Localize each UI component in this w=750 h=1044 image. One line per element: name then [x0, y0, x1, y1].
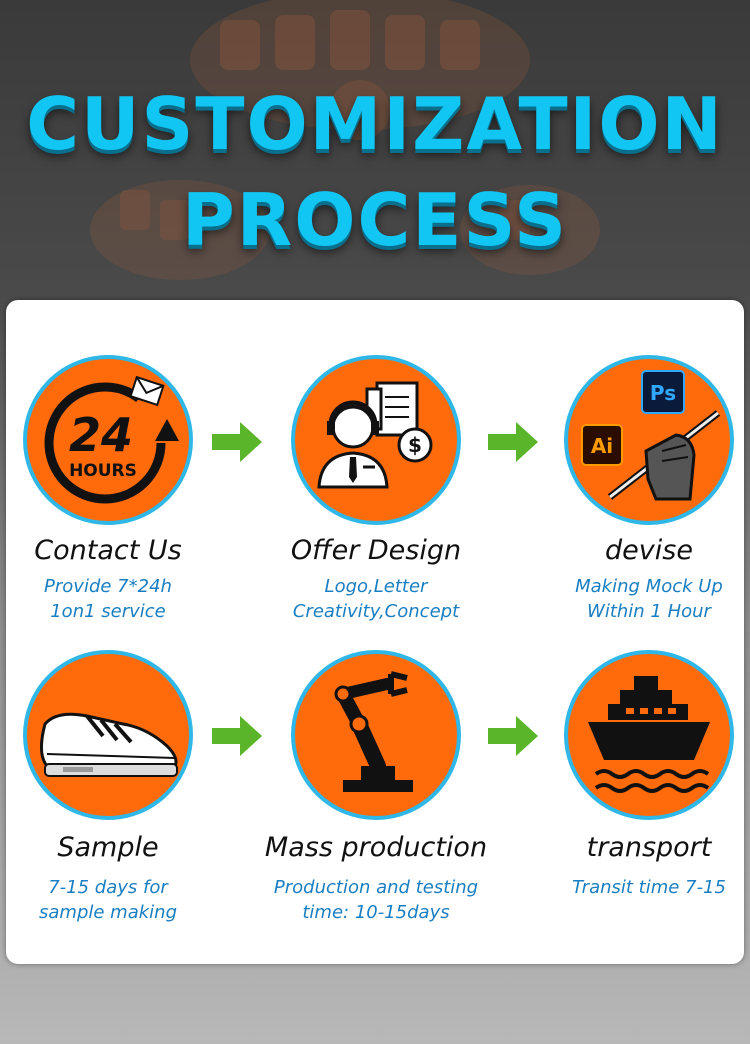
step-4-desc-2: sample making [39, 902, 177, 923]
step-1-desc-1: Provide 7*24h [44, 576, 172, 597]
step-4-name: Sample [57, 832, 159, 863]
step-3-desc-1: Making Mock Up [575, 576, 723, 597]
arrow-right-icon [212, 716, 262, 756]
shoe-sole-print-background [90, 0, 600, 280]
step-sample: Sample 7-15 days for sample making [0, 650, 228, 930]
step-2-circle: $ [291, 355, 461, 525]
step-mass-production: Mass production Production and testing t… [256, 650, 496, 930]
step-contact-us: 24 HOURS Contact Us Provide 7*24h 1on1 s… [0, 355, 228, 625]
step-2-desc-1: Logo,Letter [324, 576, 428, 597]
step-2-name: Offer Design [290, 535, 462, 566]
title-line-1: CUSTOMIZATION [26, 82, 724, 166]
step-3-desc-2: Within 1 Hour [587, 601, 711, 622]
arrow-right-icon [488, 716, 538, 756]
step-3-name: devise [605, 535, 693, 566]
step-4-circle [23, 650, 193, 820]
step-4-desc-1: 7-15 days for [48, 877, 168, 898]
svg-text:24: 24 [69, 408, 133, 462]
arrow-right-icon [212, 422, 262, 462]
ship-icon [588, 676, 710, 793]
24-hours-icon: 24 HOURS [44, 375, 179, 504]
step-transport: transport Transit time 7-15 [529, 650, 750, 930]
step-3-circle: Ps Ai [564, 355, 734, 525]
svg-text:Ai: Ai [591, 434, 613, 458]
step-devise: Ps Ai devise Making Mock Up Within 1 Hou… [529, 355, 750, 625]
step-5-circle [291, 650, 461, 820]
step-1-name: Contact Us [34, 535, 182, 566]
robot-arm-icon [334, 671, 413, 792]
step-1-desc-2: 1on1 service [50, 601, 166, 622]
step-2-desc-2: Creativity,Concept [292, 601, 460, 622]
step-6-desc-1: Transit time 7-15 [572, 877, 726, 898]
step-offer-design: $ Offer Design Logo,Letter Creativity,Co… [256, 355, 496, 625]
step-5-name: Mass production [264, 832, 488, 863]
title-line-2: PROCESS [182, 178, 568, 262]
process-card: 24 HOURS Contact Us Provide 7*24h 1on1 s… [6, 300, 744, 964]
shoe-icon [40, 712, 178, 777]
step-1-circle: 24 HOURS [23, 355, 193, 525]
design-tools-icon: Ps Ai [581, 370, 721, 501]
svg-text:Ps: Ps [650, 381, 676, 405]
svg-text:$: $ [408, 433, 422, 457]
step-5-desc-2: time: 10-15days [302, 902, 450, 923]
svg-text:HOURS: HOURS [69, 461, 137, 481]
arrow-right-icon [488, 422, 538, 462]
step-6-circle [564, 650, 734, 820]
designer-icon: $ [317, 381, 433, 489]
step-6-name: transport [586, 832, 712, 863]
step-5-desc-1: Production and testing [273, 877, 479, 898]
